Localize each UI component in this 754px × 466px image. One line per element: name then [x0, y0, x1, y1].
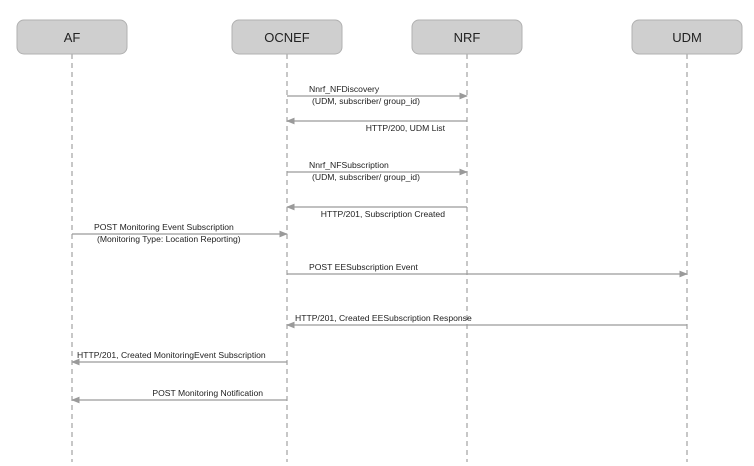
message-5: POST Monitoring Event Subscription (Monit…	[72, 222, 288, 244]
actor-label-udm: UDM	[672, 30, 702, 45]
actor-label-ocnef: OCNEF	[264, 30, 310, 45]
message-3: Nnrf_NFSubscription (UDM, subscriber/ gro…	[287, 160, 468, 182]
actor-box-af	[16, 19, 128, 55]
message-label: (Monitoring Type: Location Reporting)	[97, 234, 241, 244]
actor-nrf: NRF	[411, 19, 523, 55]
message-label: POST EESubscription Event	[309, 262, 418, 272]
actor-box-nrf	[411, 19, 523, 55]
message-label: (UDM, subscriber/ group_id)	[312, 172, 420, 182]
message-label: HTTP/201, Created EESubscription Respons…	[295, 313, 472, 323]
actors: AF OCNEF NRF UDM	[16, 19, 743, 55]
message-4: HTTP/201, Subscription Created	[286, 203, 467, 219]
message-2: HTTP/200, UDM List	[286, 117, 467, 133]
message-6: POST EESubscription Event	[287, 262, 688, 278]
actor-box-udm	[631, 19, 743, 55]
message-9: POST Monitoring Notification	[71, 388, 287, 404]
lifelines	[71, 54, 688, 462]
message-label: POST Monitoring Event Subscription	[94, 222, 234, 232]
actor-ocnef: OCNEF	[231, 19, 343, 55]
message-label: Nnrf_NFDiscovery	[309, 84, 380, 94]
message-label: (UDM, subscriber/ group_id)	[312, 96, 420, 106]
message-label: POST Monitoring Notification	[152, 388, 263, 398]
actor-box-ocnef	[231, 19, 343, 55]
message-label: Nnrf_NFSubscription	[309, 160, 389, 170]
actor-udm: UDM	[631, 19, 743, 55]
message-8: HTTP/201, Created MonitoringEvent Subscr…	[71, 350, 287, 366]
actor-label-af: AF	[64, 30, 81, 45]
message-7: HTTP/201, Created EESubscription Respons…	[286, 313, 687, 329]
actor-af: AF	[16, 19, 128, 55]
message-label: HTTP/200, UDM List	[366, 123, 446, 133]
message-1: Nnrf_NFDiscovery (UDM, subscriber/ group_…	[287, 84, 468, 106]
actor-label-nrf: NRF	[454, 30, 481, 45]
messages: Nnrf_NFDiscovery (UDM, subscriber/ group_…	[71, 84, 688, 404]
message-label: HTTP/201, Created MonitoringEvent Subscr…	[77, 350, 266, 360]
message-label: HTTP/201, Subscription Created	[321, 209, 445, 219]
